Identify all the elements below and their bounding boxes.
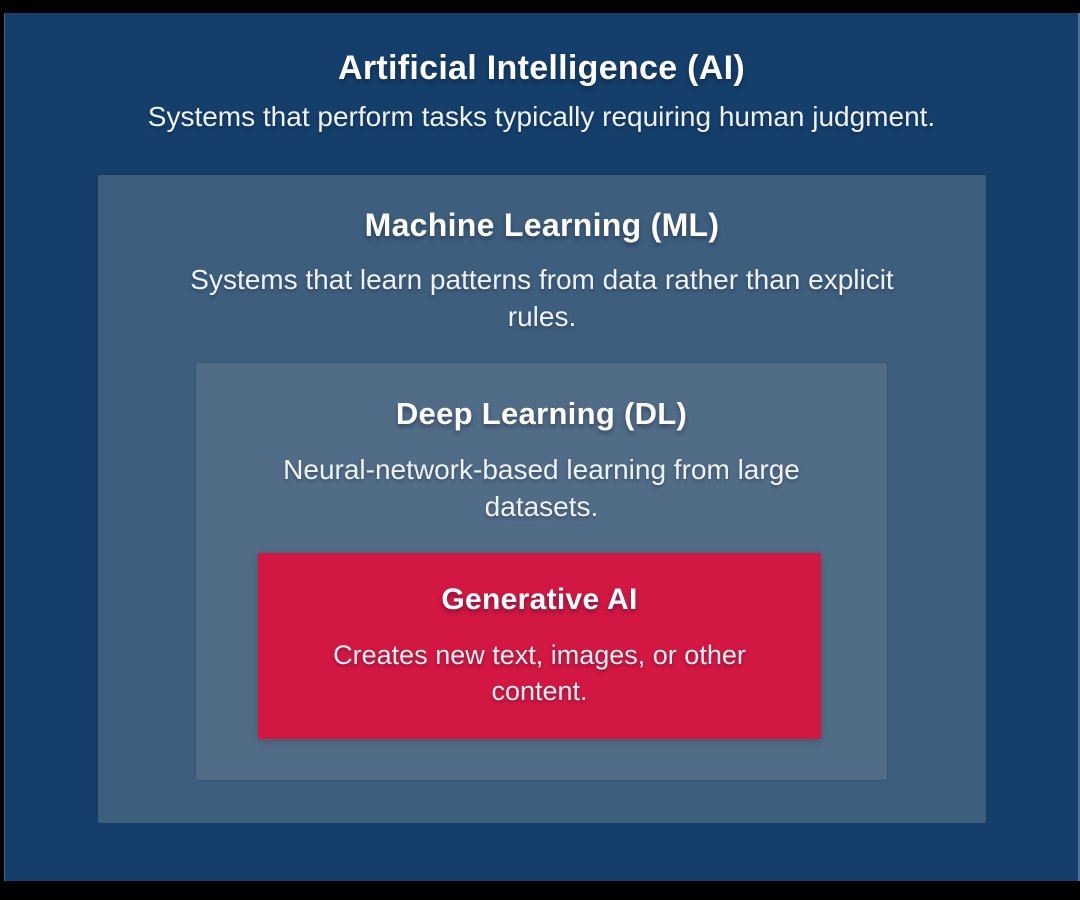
dl-layer: Deep Learning (DL) Neural-network-based … [196, 363, 887, 780]
generative-ai-layer: Generative AI Creates new text, images, … [258, 553, 821, 739]
ml-layer: Machine Learning (ML) Systems that learn… [98, 175, 986, 823]
ai-layer: Artificial Intelligence (AI) Systems tha… [4, 13, 1080, 881]
ai-title: Artificial Intelligence (AI) [337, 49, 746, 87]
dl-description: Neural-network-based learning from large… [283, 454, 800, 522]
dl-title: Deep Learning (DL) [395, 396, 688, 431]
ml-description: Systems that learn patterns from data ra… [190, 264, 894, 332]
ai-description: Systems that perform tasks typically req… [147, 101, 936, 132]
bottom-letterbox-bar [0, 881, 1080, 900]
top-letterbox-bar [0, 0, 1080, 13]
generative-ai-description: Creates new text, images, or other conte… [333, 640, 746, 706]
ml-title: Machine Learning (ML) [364, 207, 720, 243]
generative-ai-title: Generative AI [441, 583, 638, 616]
